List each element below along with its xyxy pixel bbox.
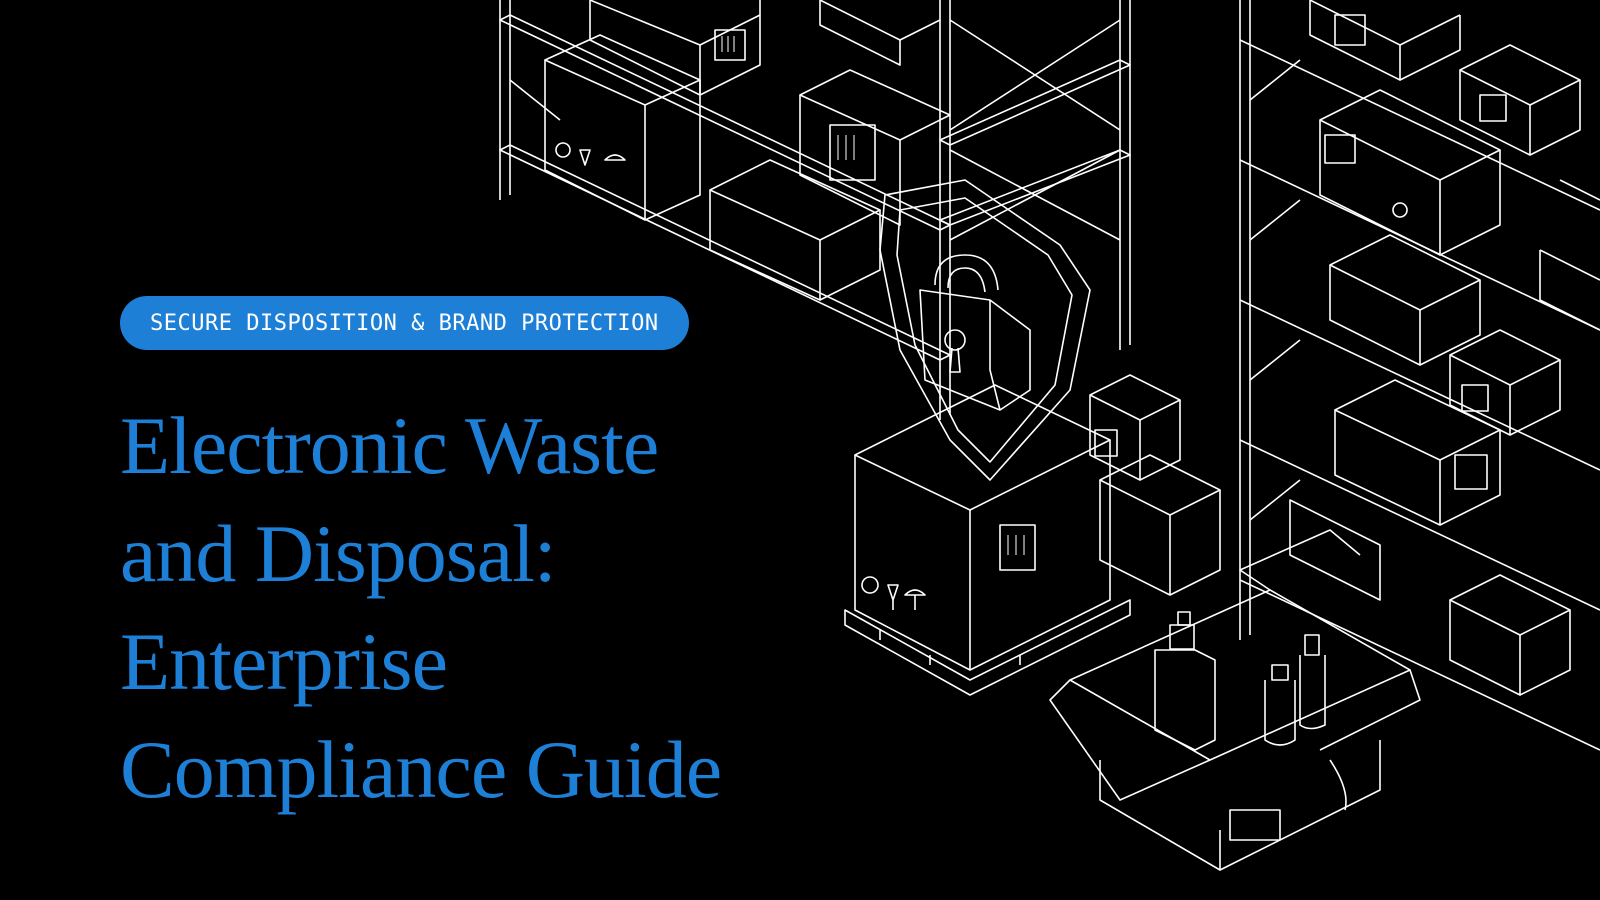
category-badge: SECURE DISPOSITION & BRAND PROTECTION (120, 296, 689, 350)
fragile-glass-icon (580, 150, 898, 610)
padlock-icon (920, 255, 1030, 410)
box-icon (1090, 375, 1220, 595)
box-icon (845, 385, 1130, 695)
title-line: and Disposal: (120, 508, 557, 599)
rack-right (1240, 0, 1600, 750)
open-box-icon (1050, 530, 1420, 870)
barcode-icon (722, 36, 1024, 555)
title-line: Electronic Waste (120, 400, 659, 491)
recycle-icon (556, 143, 1407, 593)
umbrella-icon (605, 155, 925, 610)
title-line: Compliance Guide (120, 724, 722, 815)
shield-icon (880, 180, 1090, 480)
box-icon (545, 0, 950, 300)
box-icon (1290, 0, 1600, 695)
title-line: Enterprise (120, 616, 448, 707)
page-title: Electronic Waste and Disposal: Enterpris… (120, 392, 840, 824)
bottle-icon (1155, 612, 1325, 750)
rack-left (500, 0, 1130, 420)
